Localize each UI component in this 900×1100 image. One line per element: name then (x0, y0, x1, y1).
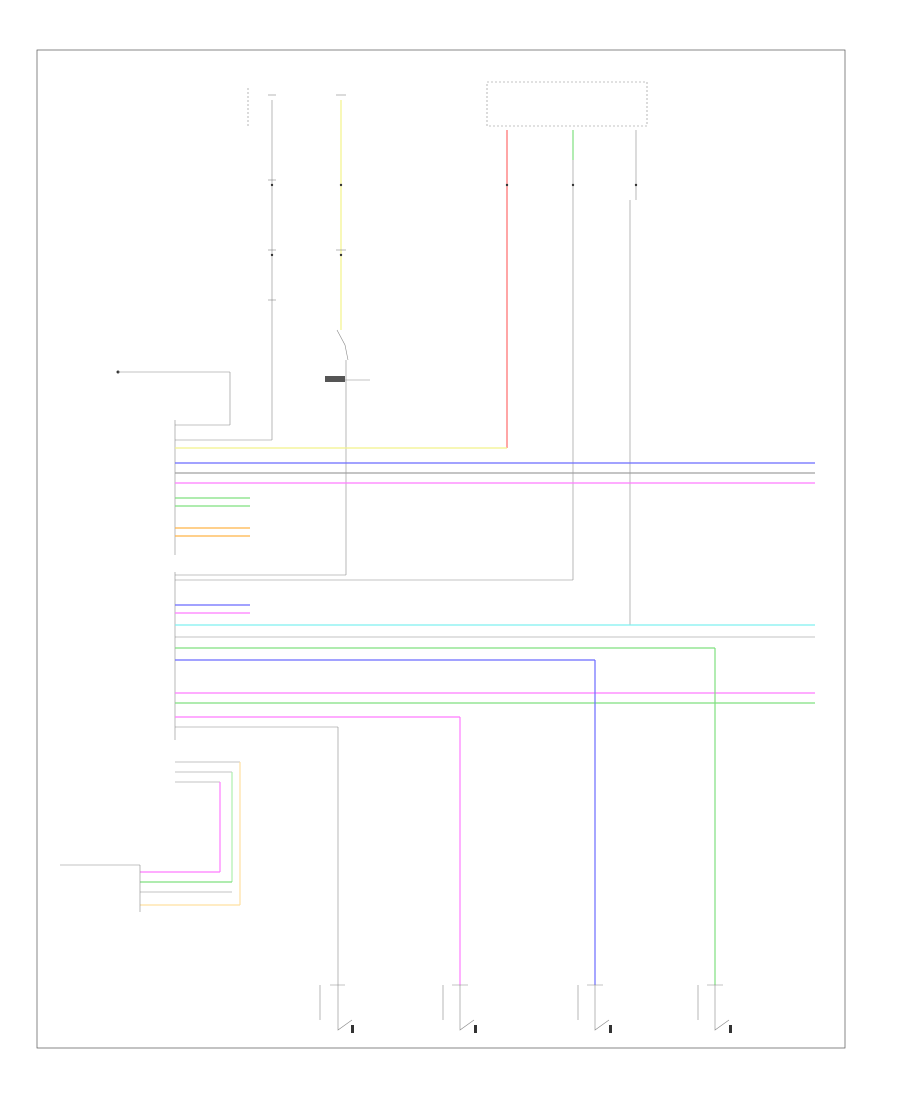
fuse-block-right (486, 81, 648, 625)
vertical-drops (337, 648, 716, 985)
bottom-switches (319, 984, 732, 1033)
horizontal-wires (175, 447, 815, 537)
module-connector-lower (174, 572, 815, 740)
switch-center (325, 376, 370, 382)
top-fuse-group-left (175, 88, 276, 441)
diagram-frame (36, 49, 846, 1049)
sensor-wiring-left (60, 761, 241, 912)
top-fuse-group-yellow (336, 94, 349, 575)
ground-connection (116, 370, 231, 426)
